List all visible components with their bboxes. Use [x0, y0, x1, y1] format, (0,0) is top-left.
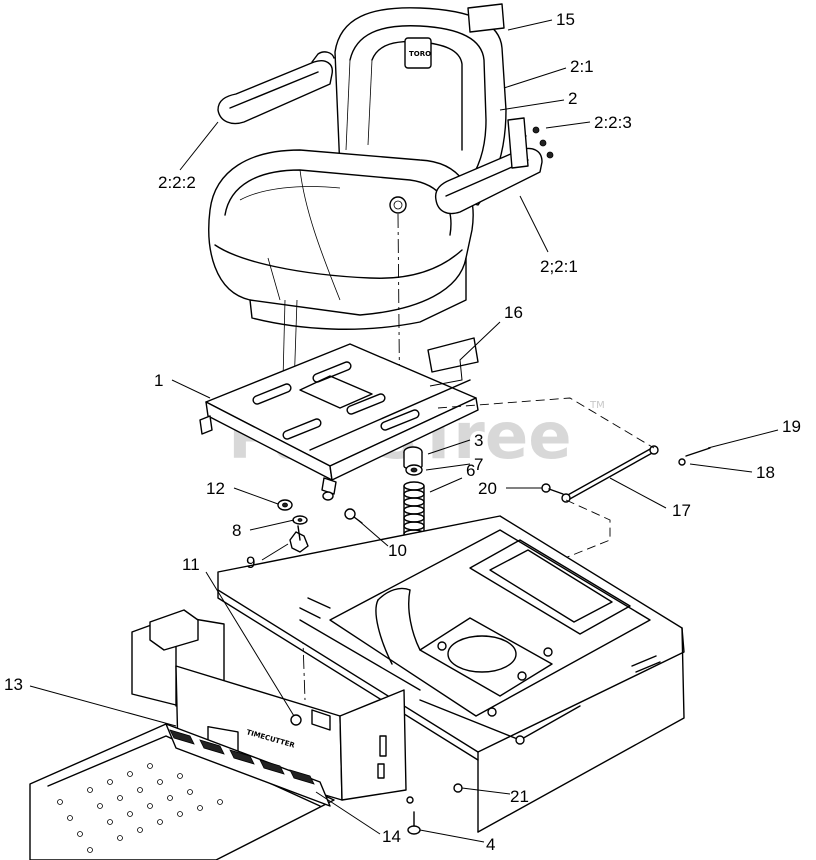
seat-mount-plate[interactable] [199, 343, 479, 495]
callout-20: 20 [478, 479, 497, 498]
callout-10: 10 [388, 541, 407, 560]
armrest-bracket [507, 117, 529, 169]
callout-16: 16 [504, 303, 523, 322]
seat-adjust-knob [389, 196, 407, 214]
callout-14: 14 [382, 827, 401, 846]
pin-19[interactable] [685, 447, 711, 457]
callout-9: 9 [246, 553, 255, 572]
knob-9[interactable] [289, 525, 309, 553]
nut-21[interactable] [453, 783, 463, 793]
nut-7[interactable] [405, 464, 423, 476]
spring-6[interactable] [403, 481, 425, 539]
bolt-icon [539, 139, 547, 147]
leader-lines [29, 19, 779, 843]
foot-deck [29, 723, 335, 860]
callout-17: 17 [672, 501, 691, 520]
callout-15: 15 [556, 10, 575, 29]
control-decal-strip[interactable] [165, 723, 331, 807]
bolt-4[interactable] [407, 825, 421, 835]
callout-8: 8 [232, 521, 241, 540]
mower-frame [217, 515, 685, 833]
callout-2-1: 2:1 [570, 57, 594, 76]
callout-21: 21 [510, 787, 529, 806]
seat-brand: TORO [409, 50, 431, 58]
nut-12[interactable] [277, 499, 293, 511]
callout-1: 1 [154, 371, 163, 390]
seat-logo-patch [404, 37, 432, 69]
decal-16 [427, 337, 479, 373]
callout-labels: 15 2:1 2 2:2:3 2:2:2 2;2:1 16 1 3 7 6 19… [4, 10, 801, 854]
bolt-icon [546, 151, 554, 159]
seat-assembly[interactable]: TORO [208, 3, 554, 330]
callout-4: 4 [486, 835, 495, 854]
callout-2: 2 [568, 89, 577, 108]
callout-2-2-3: 2:2:3 [594, 113, 632, 132]
callout-13: 13 [4, 675, 23, 694]
callout-7: 7 [474, 455, 483, 474]
watermark-trademark: TM [589, 400, 605, 411]
foot-deck-holes [57, 763, 223, 853]
hardware-14[interactable] [406, 796, 414, 804]
left-armrest[interactable] [217, 51, 335, 125]
front-panel[interactable]: TIMECUTTER [175, 665, 407, 801]
rod-17[interactable] [561, 445, 659, 503]
callout-18: 18 [756, 463, 775, 482]
clip-18[interactable] [678, 458, 686, 466]
callout-2-2-1: 2;2:1 [540, 257, 578, 276]
bolt-icon [532, 126, 540, 134]
bolt-20[interactable] [541, 483, 564, 495]
callout-11: 11 [182, 555, 200, 574]
callout-3: 3 [474, 431, 483, 450]
decal-15 [467, 3, 505, 33]
callout-6: 6 [466, 461, 475, 480]
callout-2-2-2: 2:2:2 [158, 173, 196, 192]
callout-19: 19 [782, 417, 801, 436]
callout-12: 12 [206, 479, 225, 498]
